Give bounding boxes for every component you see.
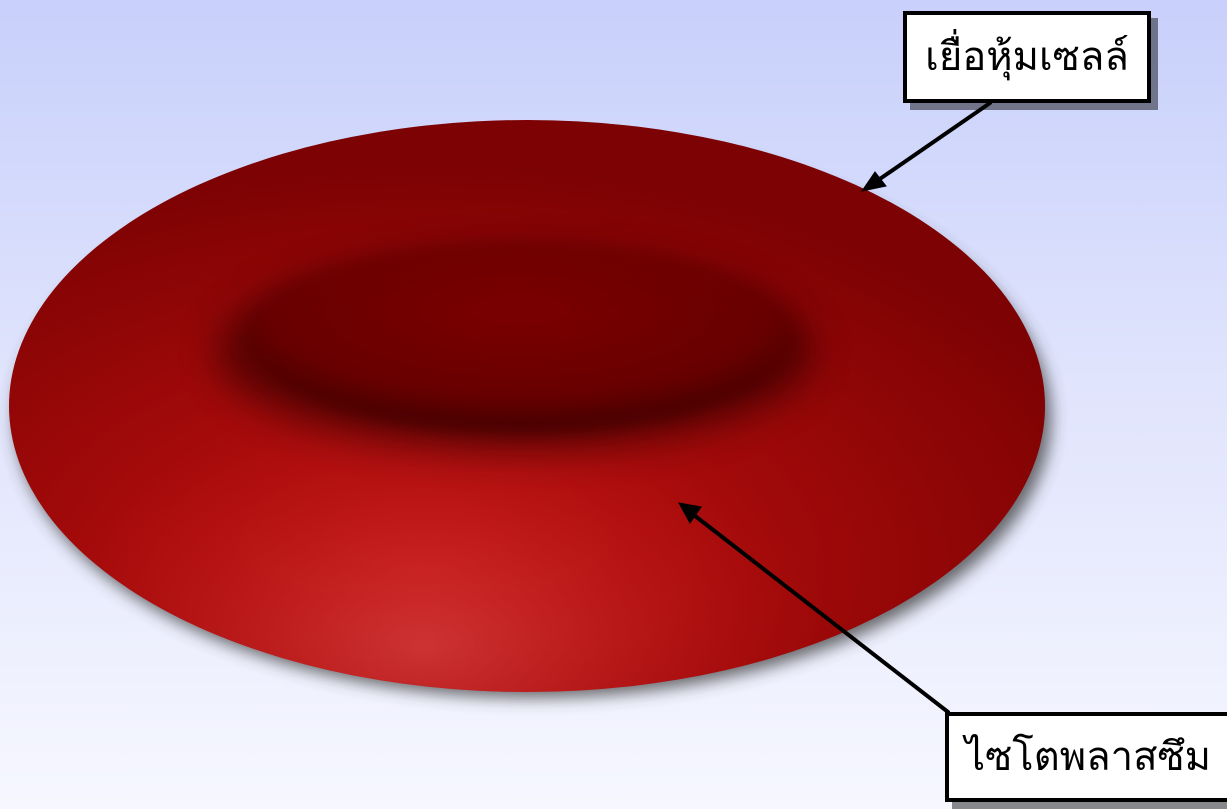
membrane-arrow [872,101,992,185]
cytoplasm-label: ไซโตพลาสซึม [965,734,1211,780]
cytoplasm-arrow [688,510,950,714]
membrane-label-box: เยื่อหุ้มเซลล์ [903,11,1151,103]
membrane-arrowhead [860,171,887,192]
cytoplasm-label-box: ไซโตพลาสซึม [945,712,1227,802]
membrane-label: เยื่อหุ้มเซลล์ [925,34,1129,80]
cytoplasm-arrowhead [678,502,702,524]
cell-dimple [245,243,795,433]
